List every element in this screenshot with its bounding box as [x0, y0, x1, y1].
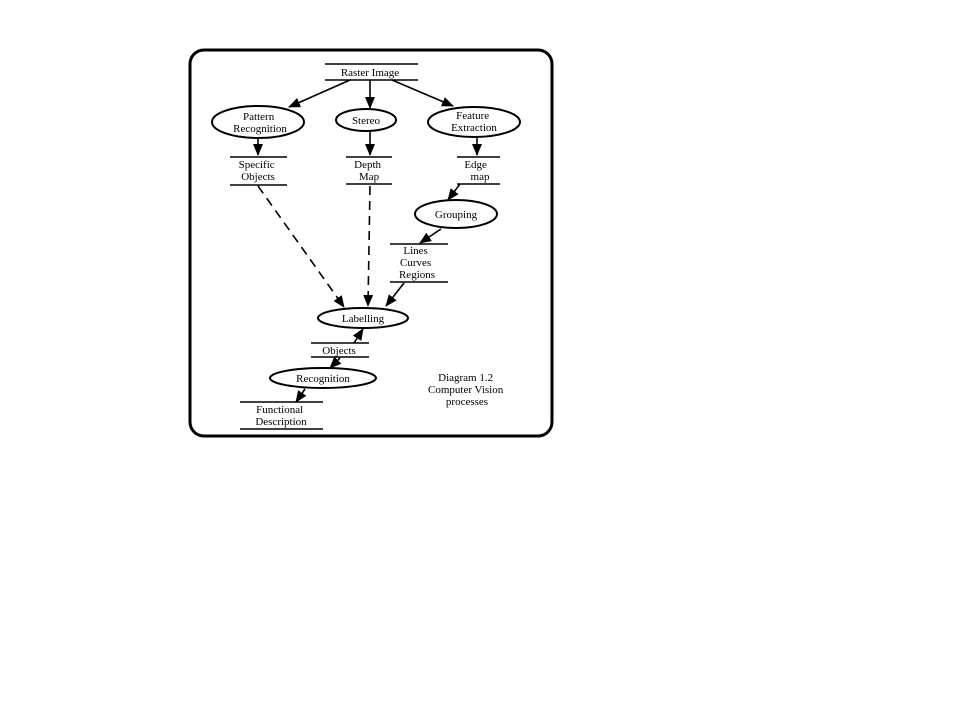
functional-description-label: Functional Description: [255, 404, 307, 428]
lines-curves-regions-label: Lines Curves Regions: [399, 245, 435, 281]
depth-map-label: Depth Map: [354, 159, 384, 183]
arrow-edge-to-grouping: [447, 183, 461, 201]
feature-extraction-ellipse: [427, 106, 521, 138]
labelling-label: Labelling: [342, 313, 385, 325]
feature-extraction-label: Feature Extraction: [451, 110, 497, 134]
labelling-ellipse: [317, 307, 409, 329]
arrow-recognition-to-functional: [295, 388, 307, 403]
arrow-objects-to-recognition: [329, 356, 342, 369]
arrow-depth-to-labelling: [363, 185, 374, 307]
arrow-lines-to-labelling: [385, 282, 405, 307]
grouping-ellipse: [414, 199, 498, 229]
pattern-recognition-ellipse: [211, 105, 305, 139]
specific-objects-label: Specific Objects: [239, 159, 278, 183]
edge-map-label: Edge map: [464, 159, 490, 183]
objects-label: Objects: [322, 345, 356, 357]
diagram-frame: [188, 48, 554, 438]
pattern-recognition-label: Pattern Recognition: [233, 111, 287, 135]
stereo-label: Stereo: [352, 115, 381, 127]
arrow-raster-to-feature: [391, 79, 454, 107]
arrow-objects-to-labelling: [352, 328, 364, 344]
recognition-ellipse: [269, 367, 377, 389]
diagram-caption: Diagram 1.2 Computer Vision processes: [428, 372, 506, 408]
grouping-label: Grouping: [435, 209, 478, 221]
arrow-raster-to-pattern: [288, 79, 351, 108]
process-shapes: [211, 105, 521, 389]
stereo-ellipse: [335, 108, 397, 132]
raster-image-label: Raster Image: [341, 67, 399, 79]
arrows: [253, 79, 482, 403]
data-store-bars: [230, 63, 500, 430]
arrow-specific-to-labelling: [257, 185, 345, 308]
recognition-label: Recognition: [296, 373, 350, 385]
arrow-grouping-to-lines: [419, 228, 442, 244]
